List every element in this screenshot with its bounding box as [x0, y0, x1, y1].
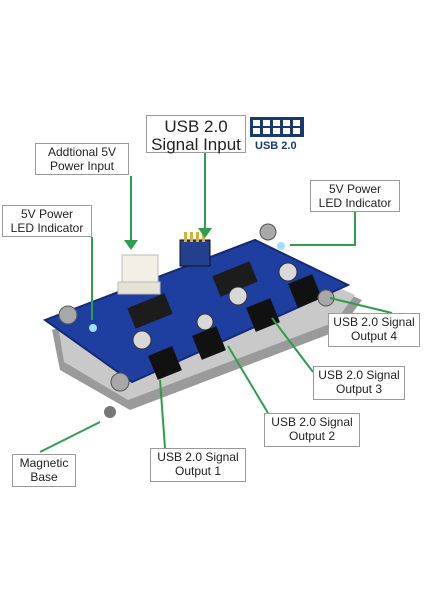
led-left-label: 5V Power LED Indicator: [2, 205, 92, 237]
capacitor: [278, 262, 298, 282]
ic-chip: [127, 293, 173, 329]
usb-logo-text: USB 2.0: [255, 140, 297, 152]
magnetic-base-label: Magnetic Base: [12, 454, 76, 487]
additional-power-label: Addtional 5V Power Input: [35, 143, 129, 175]
output-2-label: USB 2.0 Signal Output 2: [264, 413, 360, 447]
output-1-label: USB 2.0 Signal Output 1: [150, 448, 246, 482]
input-pins: [184, 232, 205, 242]
output-4-header: [288, 274, 322, 308]
led-left: [89, 324, 97, 332]
signal-input-header: [179, 239, 211, 267]
arrow-head: [198, 228, 212, 238]
output-3-label: USB 2.0 Signal Output 3: [313, 366, 405, 400]
signal-input-label: USB 2.0 Signal Input: [146, 115, 246, 153]
capacitor: [228, 286, 248, 306]
pcb-board: [42, 238, 351, 384]
output-4-label: USB 2.0 Signal Output 4: [328, 313, 420, 347]
power-connector-body: [117, 281, 161, 295]
capacitor: [196, 313, 214, 331]
output-3-header: [246, 298, 280, 332]
power-connector: [121, 254, 159, 286]
leader-lines: [39, 153, 393, 453]
output-2-header: [192, 326, 226, 360]
magnet-foot: [104, 406, 116, 418]
led-right: [277, 242, 285, 250]
capacitor: [132, 330, 152, 350]
usb-2-logo-icon: [250, 117, 304, 137]
arrow-head: [124, 240, 138, 250]
ic-chip: [212, 261, 258, 297]
led-right-label: 5V Power LED Indicator: [310, 180, 400, 212]
screws: [58, 223, 335, 392]
output-1-header: [148, 346, 182, 380]
